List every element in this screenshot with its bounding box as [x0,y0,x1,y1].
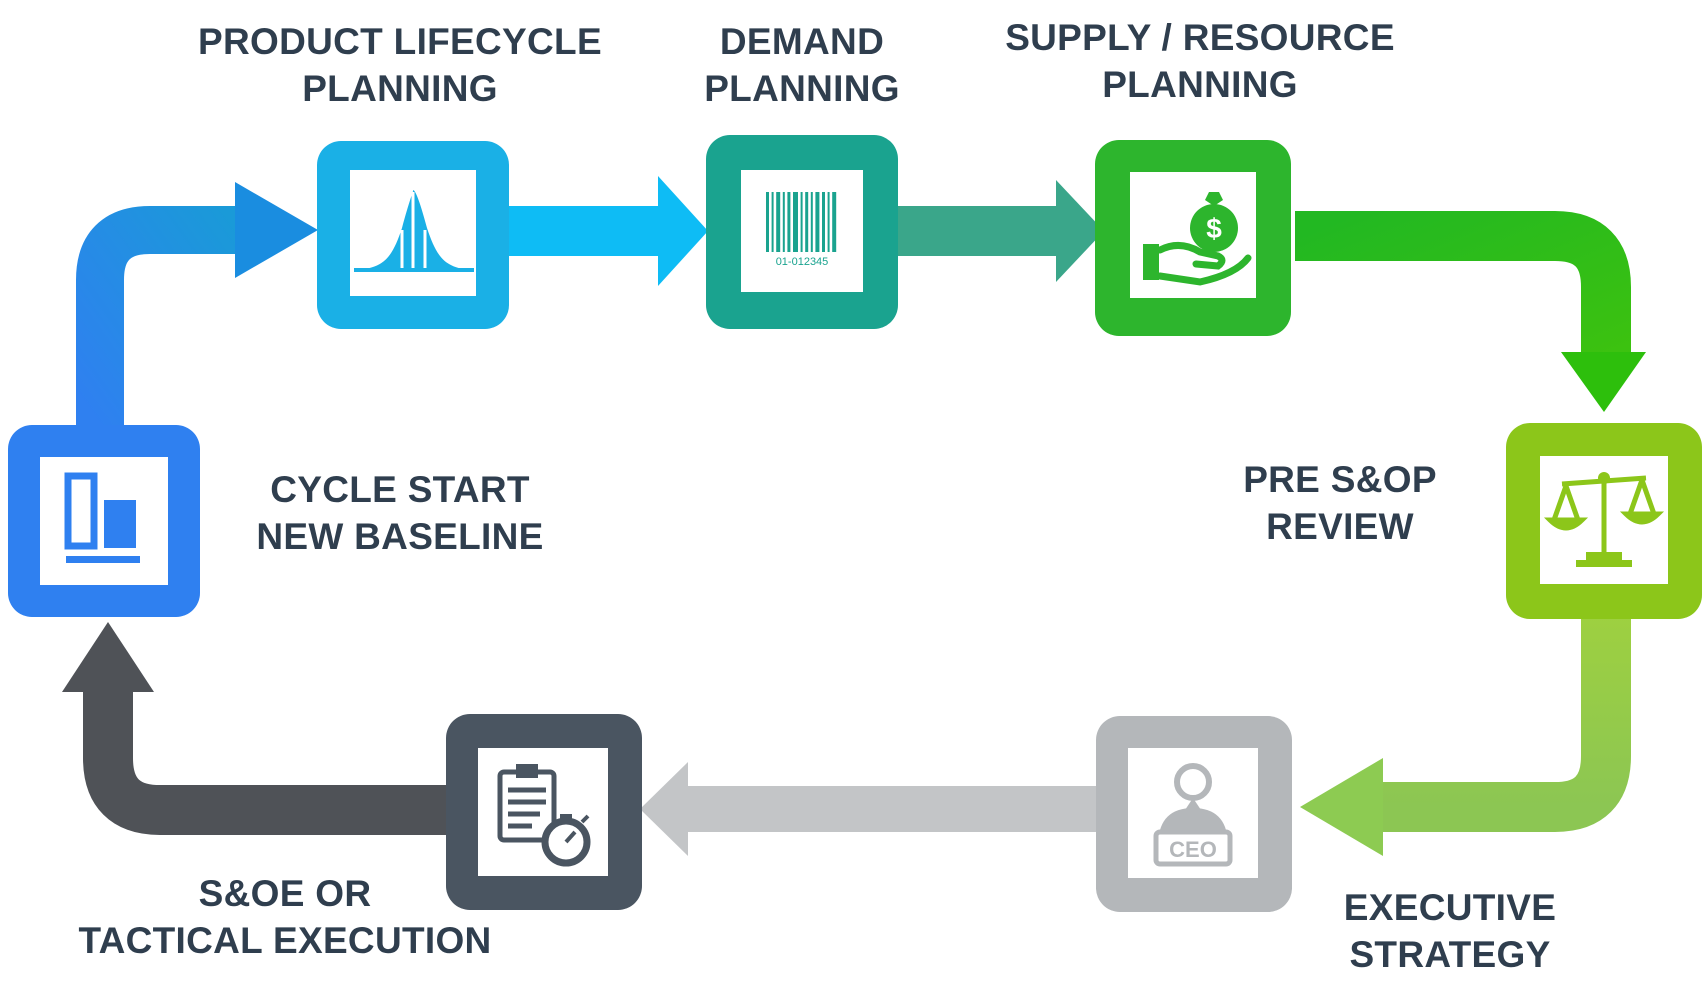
barcode-stripe [810,192,813,252]
barcode-stripe [832,192,837,252]
node-pre-sop [1506,423,1702,619]
arrow-executive-to-tactical [640,762,1100,856]
arrow-supply-to-presop [1295,211,1646,412]
barcode-stripe [827,192,830,252]
node-cycle-start [8,425,200,617]
barcode-icon [766,192,837,252]
clipboard-stopwatch-icon [497,764,591,867]
ceo-person-icon: CEO [1153,763,1233,867]
barcode-stripe [793,192,798,252]
node-executive: CEO [1096,716,1292,912]
node-supply: $ [1095,140,1291,336]
barcode-stripe [822,192,825,252]
arrow-tactical-to-start [62,622,452,835]
arrow-demand-to-supply [898,180,1104,282]
barcode-number: 01-012345 [776,256,829,268]
barcode-stripe [815,192,820,252]
ceo-badge-text: CEO [1169,837,1217,862]
barcode-stripe [787,192,791,252]
node-product-lifecycle [317,141,509,329]
bar-chart-icon [64,472,140,563]
money-bag-hand-icon: $ [1143,192,1252,286]
barcode-stripe [776,192,781,252]
arrow-lifecycle-to-demand [508,176,708,286]
barcode-stripe [805,192,809,252]
barcode-stripe [766,192,769,252]
barcode-stripe [800,192,803,252]
node-tactical [446,714,642,910]
barcode-stripe [771,192,774,252]
scales-icon [1543,472,1665,567]
barcode-stripe [782,192,785,252]
arrow-start-to-lifecycle [76,182,318,428]
bell-curve-icon [354,190,474,272]
svg-text:$: $ [1206,213,1222,244]
node-demand: 01-012345 [706,135,898,329]
arrow-presop-to-executive [1300,614,1631,856]
